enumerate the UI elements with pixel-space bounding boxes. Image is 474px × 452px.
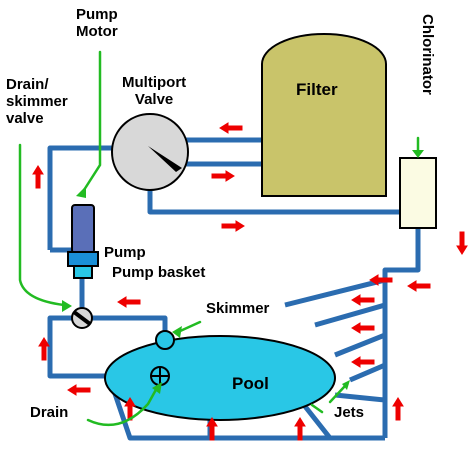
pool	[104, 335, 336, 421]
label-pump-motor-line1: Pump	[76, 6, 118, 23]
label-filter: Filter	[296, 80, 338, 99]
skimmer-opening-icon	[155, 330, 175, 350]
flow-arrow-icon	[392, 397, 404, 421]
pump-motor	[71, 204, 95, 254]
pipe-return-far-left	[109, 384, 210, 441]
label-drain-skimmer-valve: Drain/ skimmer valve	[6, 76, 68, 127]
pipe-return-3	[334, 332, 386, 358]
flow-arrow-icon	[369, 274, 393, 286]
flow-arrow-icon	[124, 397, 136, 421]
pointer-pump-motor	[82, 50, 102, 192]
flow-arrow-icon	[294, 417, 306, 441]
flow-arrow-icon	[38, 337, 50, 361]
flow-arrow-icon	[211, 170, 235, 182]
flow-arrow-icon	[219, 122, 243, 134]
flow-arrow-icon	[32, 165, 44, 189]
label-multiport-line2: Valve	[134, 91, 174, 108]
valve-handle-icon	[148, 146, 182, 172]
pump-basket	[73, 265, 93, 279]
pipe-chlorinator-to-returns	[382, 228, 421, 438]
chlorinator-unit	[399, 157, 437, 229]
flow-arrow-icon	[351, 356, 375, 368]
multiport-valve	[111, 113, 189, 191]
flow-arrow-icon	[117, 296, 141, 308]
pipe-return-5	[334, 392, 386, 403]
pointer-jets-2	[310, 403, 324, 414]
flow-arrow-icon	[456, 231, 468, 255]
pipe-return-2	[314, 302, 386, 328]
label-pump-motor-line2: Motor	[76, 23, 118, 40]
flow-arrow-icon	[351, 294, 375, 306]
label-multiport-line1: Multiport	[122, 74, 187, 91]
label-pointers	[18, 50, 420, 427]
label-pool: Pool	[232, 374, 269, 393]
flow-arrow-icon	[206, 417, 218, 441]
pipe-drain-to-valve	[47, 315, 158, 379]
pointer-drain-skimmer-valve	[18, 143, 66, 307]
flow-arrows	[32, 122, 468, 441]
label-pointer-heads	[62, 150, 424, 394]
pipe-skimmer-to-valve	[92, 315, 168, 340]
label-jets: Jets	[334, 404, 365, 421]
pointer-drain	[86, 384, 160, 427]
flow-arrow-icon	[351, 322, 375, 334]
pump-body	[67, 251, 99, 267]
label-drain-valve-line2: skimmer	[6, 93, 68, 110]
filter-tank	[261, 33, 387, 197]
flow-arrow-icon	[67, 384, 91, 396]
label-pump-motor: Pump Motor	[76, 6, 118, 40]
label-pump: Pump	[104, 244, 146, 261]
drain-grate-icon	[150, 366, 170, 386]
label-skimmer: Skimmer	[206, 300, 270, 317]
pipe-return-4	[349, 362, 386, 383]
label-drain-valve-line3: valve	[6, 110, 44, 127]
label-chlorinator: Chlorinator	[419, 14, 436, 95]
flow-arrow-icon	[407, 280, 431, 292]
label-pump-basket: Pump basket	[112, 264, 206, 281]
drain-skimmer-valve-handle-icon	[72, 310, 92, 326]
label-multiport-valve: Multiport Valve	[122, 74, 186, 108]
label-drain-valve-line1: Drain/	[6, 76, 49, 93]
pipe-return-1	[284, 277, 386, 308]
label-drain: Drain	[30, 404, 69, 421]
pointer-skimmer	[176, 320, 202, 334]
flow-arrow-icon	[221, 220, 245, 232]
pipe-pump-to-multiport	[47, 145, 112, 250]
pointer-jets-1	[328, 384, 347, 404]
